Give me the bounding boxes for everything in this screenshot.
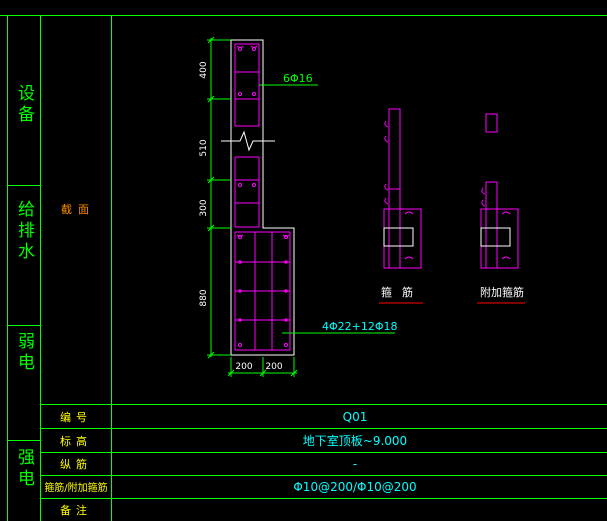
extra-stirrup-concrete [480,227,511,247]
table-row-code: 编号 Q01 [60,410,367,424]
top-rebar-label: 6Φ16 [283,72,313,85]
stirrup-label: 箍筋 [381,285,423,299]
dim-v4-label: 880 [199,289,209,306]
table-row-longitudinal: 纵筋 - [60,457,357,471]
stirrup-detail [383,108,422,269]
bottom-rebar-label: 4Φ22+12Φ18 [322,320,398,333]
table-value-elevation: 地下室顶板~9.000 [303,433,407,448]
section-label: 截面 [61,202,95,216]
table-value-stirrup: Φ10@200/Φ10@200 [293,480,416,494]
table-label-stirrup: 箍筋/附加箍筋 [44,481,107,494]
side-labels: 设备 给排水 弱电 强电 [14,84,35,490]
horizontal-dimension [227,357,298,377]
extra-stirrup-label: 附加箍筋 [480,285,524,299]
dim-h2-label: 200 [265,362,282,372]
dim-v3-label: 300 [199,199,209,216]
table-label-longitudinal: 纵筋 [60,457,92,471]
side-label-equipment: 设备 [14,84,35,126]
dim-v1-label: 400 [199,61,209,78]
table-row-stirrup: 箍筋/附加箍筋 Φ10@200/Φ10@200 [44,480,416,494]
title-frame [0,15,607,521]
side-label-weak-power: 弱电 [14,332,35,374]
table-value-longitudinal: - [353,457,357,471]
table-value-code: Q01 [343,410,368,424]
table-row-elevation: 标高 地下室顶板~9.000 [60,433,407,448]
table-label-code: 编号 [60,410,92,424]
rebar-cage [234,43,291,351]
dim-v2-label: 510 [199,139,209,156]
vertical-dimension [207,36,231,359]
stirrup-detail-concrete [383,227,414,247]
break-symbol [221,130,275,152]
side-label-water: 给排水 [14,200,35,263]
section-outline [230,39,295,356]
extra-stirrup-detail [480,113,519,269]
side-label-strong-power: 强电 [14,448,35,490]
table-row-remark: 备注 [60,503,92,517]
rebar-leaders [259,84,395,334]
table-label-remark: 备注 [60,503,92,517]
table-label-elevation: 标高 [60,434,92,448]
info-table [40,404,607,499]
dim-h1-label: 200 [235,362,252,372]
